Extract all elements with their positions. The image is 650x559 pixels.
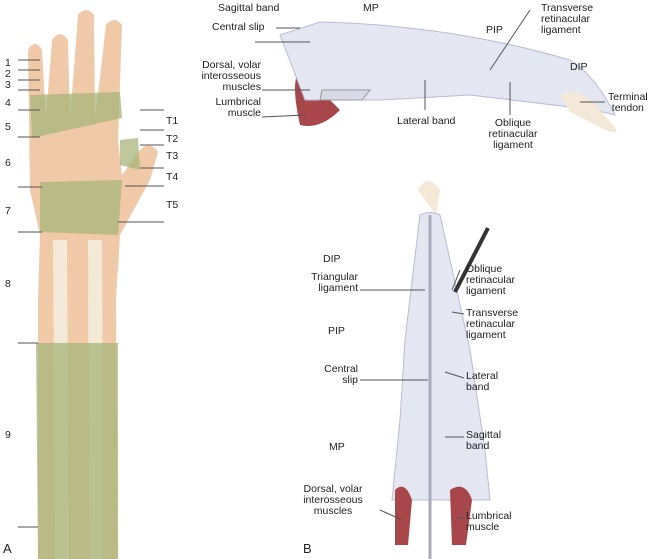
zone-2-label: 2: [5, 68, 11, 80]
sagittal-band-label: Sagittal band: [218, 2, 280, 14]
dorsal-central-slip-label: Central slip: [324, 363, 358, 386]
pip-label: PIP: [486, 24, 503, 36]
zone-5-label: 5: [5, 121, 11, 133]
panel-a-label: A: [3, 541, 12, 556]
zone-7-label: 7: [5, 205, 11, 217]
zone-8-label: 8: [5, 278, 11, 290]
dorsal-lateral-band-label: Lateral band: [466, 370, 499, 393]
dorsal-sagittal-band-label: Sagittal band: [466, 429, 502, 452]
interosseous-label: Dorsal, volar interosseous muscles: [201, 59, 261, 93]
panel-b-label: B: [303, 541, 312, 556]
lateral-finger-illustration: [279, 21, 617, 133]
zone-9-label: 9: [5, 429, 11, 441]
central-slip-label: Central slip: [212, 21, 265, 33]
leader-lines: [255, 9, 605, 521]
dorsal-lumbrical-label: Lumbrical muscle: [466, 510, 512, 533]
dorsal-transverse-retinacular-label: Transverse retinacular ligament: [466, 307, 519, 341]
dorsal-interosseous-label: Dorsal, volar interosseous muscles: [303, 483, 363, 517]
triangular-ligament-label: Triangular ligament: [311, 271, 358, 294]
oblique-retinacular-label: Oblique retinacular ligament: [488, 117, 538, 151]
zone-t2-label: T2: [166, 133, 179, 145]
dorsal-dip-label: DIP: [323, 253, 341, 265]
zone-t5-label: T5: [166, 199, 179, 211]
dorsal-pip-label: PIP: [328, 325, 345, 337]
zone-1-label: 1: [5, 57, 11, 69]
dorsal-finger-illustration: [391, 181, 491, 559]
transverse-retinacular-label: Transverse retinacular ligament: [541, 2, 594, 36]
zone-lines: [18, 59, 164, 528]
zone-t1-label: T1: [166, 115, 179, 127]
dip-label: DIP: [570, 61, 588, 73]
zone-6-label: 6: [5, 157, 11, 169]
lateral-band-label: Lateral band: [397, 115, 456, 127]
terminal-tendon-label: Terminal tendon: [608, 91, 648, 114]
mp-label: MP: [363, 2, 379, 14]
zone-4-label: 4: [5, 97, 11, 109]
zone-t3-label: T3: [166, 150, 179, 162]
zone-t4-label: T4: [166, 171, 179, 183]
hand-illustration: [28, 10, 158, 559]
lumbrical-label: Lumbrical muscle: [215, 96, 261, 119]
dorsal-mp-label: MP: [329, 441, 345, 453]
zone-3-label: 3: [5, 79, 11, 91]
dorsal-oblique-retinacular-label: Oblique retinacular ligament: [466, 263, 516, 297]
